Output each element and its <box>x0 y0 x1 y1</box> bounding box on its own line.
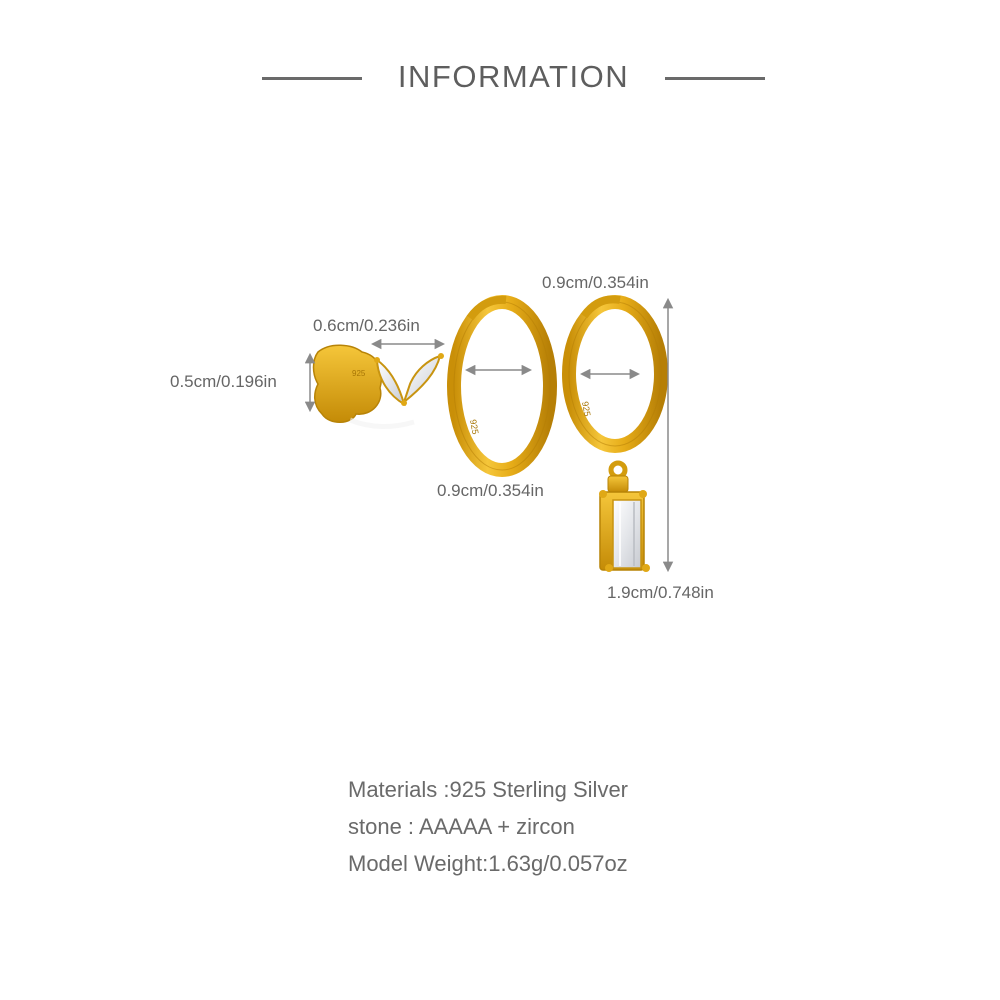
hoop-diameter-label: 0.9cm/0.354in <box>437 481 544 500</box>
hoop-earring: 925 <box>447 295 557 477</box>
drop-length-label: 1.9cm/0.748in <box>607 583 714 602</box>
stud-width-label: 0.6cm/0.236in <box>313 316 420 335</box>
dimension-arrows <box>304 297 674 573</box>
product-specs: Materials :925 Sterling Silver stone : A… <box>348 775 768 886</box>
svg-text:925: 925 <box>468 419 480 436</box>
weight-spec: Model Weight:1.63g/0.057oz <box>348 851 628 876</box>
svg-text:925: 925 <box>580 401 592 418</box>
header-rule-left <box>262 77 362 80</box>
drop-hoop-diameter-label: 0.9cm/0.354in <box>542 273 649 292</box>
section-title: INFORMATION <box>397 59 630 94</box>
stud-earring: 925 <box>312 344 444 430</box>
stud-height-label: 0.5cm/0.196in <box>170 372 277 391</box>
materials-spec: Materials :925 Sterling Silver <box>348 777 629 802</box>
svg-text:925: 925 <box>352 369 366 378</box>
stone-spec: stone : AAAAA + zircon <box>348 814 575 839</box>
drop-hoop-earring: 925 <box>562 295 668 572</box>
header-rule-right <box>665 77 765 80</box>
section-header: INFORMATION <box>0 55 1000 101</box>
